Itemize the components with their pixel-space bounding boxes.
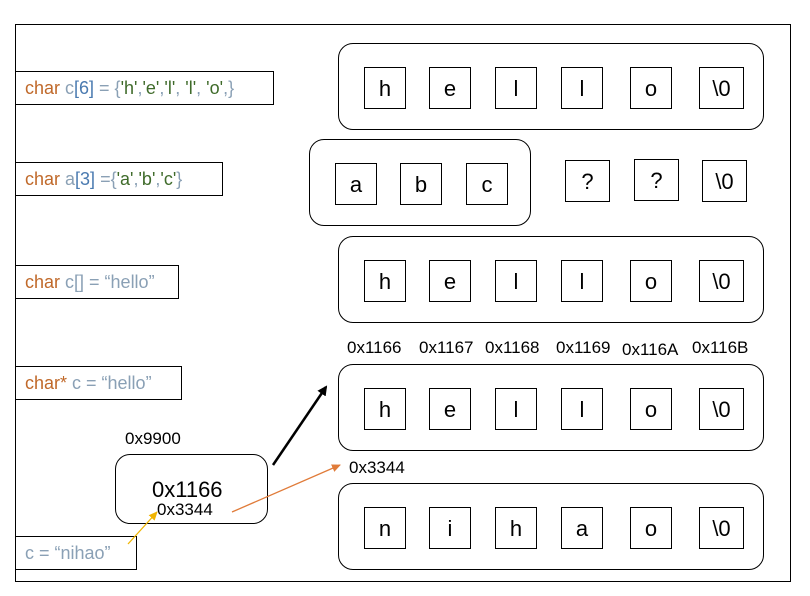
- memory-cell: c: [466, 163, 508, 205]
- code-token: 'b': [138, 169, 156, 189]
- code-token: ,: [159, 78, 165, 98]
- memory-cell: \0: [699, 507, 744, 549]
- code-token: [6]: [74, 78, 95, 98]
- memory-cell-unknown: ?: [634, 159, 679, 201]
- memory-cell: l: [495, 260, 537, 302]
- code-token: c = “hello”: [72, 373, 152, 393]
- code-token: ,: [137, 78, 143, 98]
- code-token: char*: [25, 373, 73, 393]
- code-token: 'l': [164, 78, 176, 98]
- code-token: char: [25, 169, 66, 189]
- memory-group-hello-1: [338, 43, 764, 130]
- memory-cell: l: [561, 388, 603, 430]
- code-token: ,: [175, 78, 186, 98]
- code-token: ,}: [223, 78, 235, 98]
- code-token: = {: [94, 78, 121, 98]
- code-token: ={: [95, 169, 117, 189]
- code-token: 'a': [116, 169, 134, 189]
- memory-cell: l: [495, 67, 537, 109]
- pointer-old-value: 0x1166: [152, 477, 223, 502]
- declaration-assign-nihao: c = “nihao”: [15, 536, 137, 570]
- pointer-variable-box: [115, 454, 268, 524]
- memory-cell: l: [561, 67, 603, 109]
- address-label: 0x116A: [622, 340, 679, 359]
- memory-cell: b: [400, 163, 442, 205]
- nihao-address-label: 0x3344: [349, 458, 405, 477]
- code-token: a: [65, 169, 76, 189]
- memory-cell: \0: [699, 67, 744, 109]
- memory-cell: h: [495, 507, 537, 549]
- declaration-char-pointer: char* c = “hello”: [15, 366, 182, 400]
- memory-cell: o: [630, 507, 672, 549]
- code-token: 'h': [120, 78, 138, 98]
- address-label: 0x116B: [692, 338, 749, 357]
- code-token: char: [25, 78, 66, 98]
- memory-cell: e: [429, 260, 471, 302]
- code-token: c = “nihao”: [25, 543, 111, 563]
- memory-cell: \0: [699, 388, 744, 430]
- arrow-pointer-to-nihao: [231, 464, 341, 513]
- memory-cell: h: [364, 388, 406, 430]
- code-token: ,: [155, 169, 161, 189]
- declaration-char-c-array: char c[] = “hello”: [15, 265, 179, 299]
- address-label: 0x1167: [419, 338, 474, 357]
- address-label: 0x1169: [556, 338, 611, 357]
- declaration-char-c6: char c[6] = {'h','e','l', 'l', 'o',}: [15, 71, 274, 105]
- address-label: 0x1168: [485, 338, 540, 357]
- arrow-assign-to-pointer: [127, 511, 158, 545]
- address-label: 0x1166: [347, 338, 402, 357]
- memory-cell: h: [364, 67, 406, 109]
- memory-cell: i: [429, 507, 471, 549]
- memory-cell: l: [561, 260, 603, 302]
- memory-cell: a: [561, 507, 603, 549]
- memory-group-hello-2: [338, 236, 764, 323]
- code-token: 'c': [160, 169, 177, 189]
- memory-cell: o: [630, 67, 672, 109]
- code-token: 'o': [206, 78, 224, 98]
- pointer-address-label: 0x9900: [125, 429, 181, 448]
- pointer-new-value: 0x3344: [157, 500, 213, 519]
- memory-cell: h: [364, 260, 406, 302]
- arrow-pointer-to-hello: [271, 385, 328, 466]
- code-token: [3]: [75, 169, 96, 189]
- memory-cell: o: [630, 260, 672, 302]
- memory-cell: e: [429, 67, 471, 109]
- code-token: c[] = “hello”: [65, 272, 155, 292]
- code-token: char: [25, 272, 66, 292]
- code-token: c: [65, 78, 75, 98]
- diagram-frame: [15, 24, 791, 582]
- memory-cell: \0: [699, 260, 744, 302]
- memory-cell: l: [495, 388, 537, 430]
- code-token: ,: [196, 78, 207, 98]
- memory-cell: o: [630, 388, 672, 430]
- memory-cell-unknown: ?: [565, 160, 610, 202]
- code-token: ,: [133, 169, 139, 189]
- memory-cell-terminator: \0: [702, 160, 747, 202]
- code-token: 'l': [185, 78, 197, 98]
- memory-group-nihao: [338, 483, 764, 570]
- code-token: }: [176, 169, 183, 189]
- memory-cell: n: [364, 507, 406, 549]
- memory-group-hello-literal: [338, 364, 764, 451]
- declaration-char-a3: char a[3] ={'a','b','c'}: [15, 162, 223, 196]
- memory-cell: e: [429, 388, 471, 430]
- memory-cell: a: [335, 163, 377, 205]
- code-token: 'e': [142, 78, 160, 98]
